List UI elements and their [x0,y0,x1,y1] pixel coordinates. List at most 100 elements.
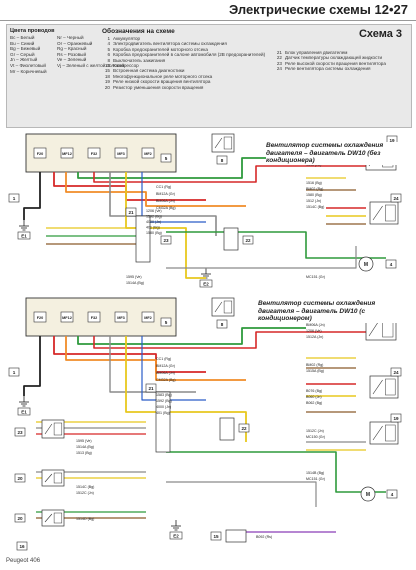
wire-code: 1592 (Bg) [156,399,172,403]
ground-label: E2 [203,282,209,287]
relay-coil [53,422,63,436]
relay-contact [372,379,383,395]
relay-coil [385,378,396,396]
page-footer: Peugeot 406 [6,558,41,564]
ground-label: E1 [21,410,27,415]
component-badge [160,235,172,245]
fuse-label: F32 [91,316,98,320]
relay-contact [372,425,383,441]
wire [23,336,41,396]
fuse [141,147,155,159]
component-number: 8 [221,322,224,327]
wire-color-item: Ve – Зеленый [57,57,87,63]
component-number: 5 [165,156,168,161]
wire [77,327,306,345]
relay-contact [214,301,223,313]
wire [53,172,206,201]
fuse-label: MF12 [62,152,72,156]
wire-code: 1512A (Jn) [306,335,323,339]
component-badge [160,317,172,327]
component-number: 20 [17,516,23,521]
relay [369,375,399,399]
wire [166,231,386,259]
wire-code: 1595 (Ve) [126,275,142,279]
fuse [141,311,155,323]
wire-color-item: Jn – Желтый [10,57,38,63]
wire-code: B060 (Jn) [306,395,322,399]
wire-code: 1513 (Bg) [76,451,92,455]
wire-code: CC1 (Rg) [156,357,171,361]
ground-label-box [199,279,213,288]
wire-color-item: Bu – Синий [10,40,35,46]
relay-coil [223,300,233,314]
component-number: 21 [128,210,134,215]
relay-contact [368,319,380,337]
wire-code: B062 (Bg) [306,401,322,405]
wire-colors-title: Цвета проводов [10,28,55,34]
fuse-label: MF3 [117,152,125,156]
wire-code: MC151 (Gr) [306,477,325,481]
bottom-wiring-svg: F20MF12F32MF3MF251E1232020E2168182419212… [8,297,402,551]
wire [65,336,246,381]
relay-coil [223,136,233,150]
wire-code: 1515A (Bg) [306,369,324,373]
component-badge [385,259,397,269]
connector-block [155,391,171,453]
component-badge [242,235,254,245]
component-badge [145,383,157,393]
wire-color-item: Vj – Зеленый с желтой полосой [57,62,125,68]
fuse [87,311,101,323]
wire-code: CM32A (Bg) [156,206,176,210]
wire-code: 1592 (Bg) [146,215,162,219]
component-badge [125,207,137,217]
wire-code: 1580 (Bg) [146,231,162,235]
relay-contact [44,423,53,435]
wire-code: 1514C (Bg) [76,485,94,489]
wire-code: B092 (Rs) [256,535,272,539]
relay [41,469,65,487]
wire-code: 1206 (Ve) [306,329,322,333]
bottom-wiring-diagram: F20MF12F32MF3MF251E1232020E2168182419212… [6,292,410,556]
fuse-label: MF12 [62,316,72,320]
wire-code: 1514C (Bg) [306,205,324,209]
component-badge [210,531,222,541]
fuse [114,311,128,323]
component-badge [14,427,26,437]
wire-code: B076 (Bg) [306,389,322,393]
component-badge [160,153,172,163]
ground-label-box [169,531,183,540]
wire-code: 1516 (Bg) [306,181,322,185]
motor-symbol: M [366,492,370,498]
top-section-title: Вентилятор системы охлаждения двигателя … [266,142,406,165]
fuse [33,311,47,323]
relay [369,201,399,225]
ground-label-box [17,231,31,240]
fuse [60,147,74,159]
component-number: 24 [393,196,399,201]
component-badge [390,367,402,377]
component-badge [16,541,28,551]
wire-code: 401 (Bg) [146,226,160,230]
page-title: Электрические схемы 12•27 [228,2,408,17]
relay-contact [44,473,53,483]
relay-contact [372,205,383,221]
component-badge [238,423,250,433]
wire-code: BM06A (Jn) [306,323,325,327]
fan-motor [360,486,376,502]
wire-code: 1514A (Bg) [126,281,144,285]
wire-code: CC1 (Rg) [156,185,171,189]
component-badge [390,193,402,203]
wire-code: BM12A (Gr) [156,192,175,196]
wire-code: 1512 (Jn) [306,199,321,203]
